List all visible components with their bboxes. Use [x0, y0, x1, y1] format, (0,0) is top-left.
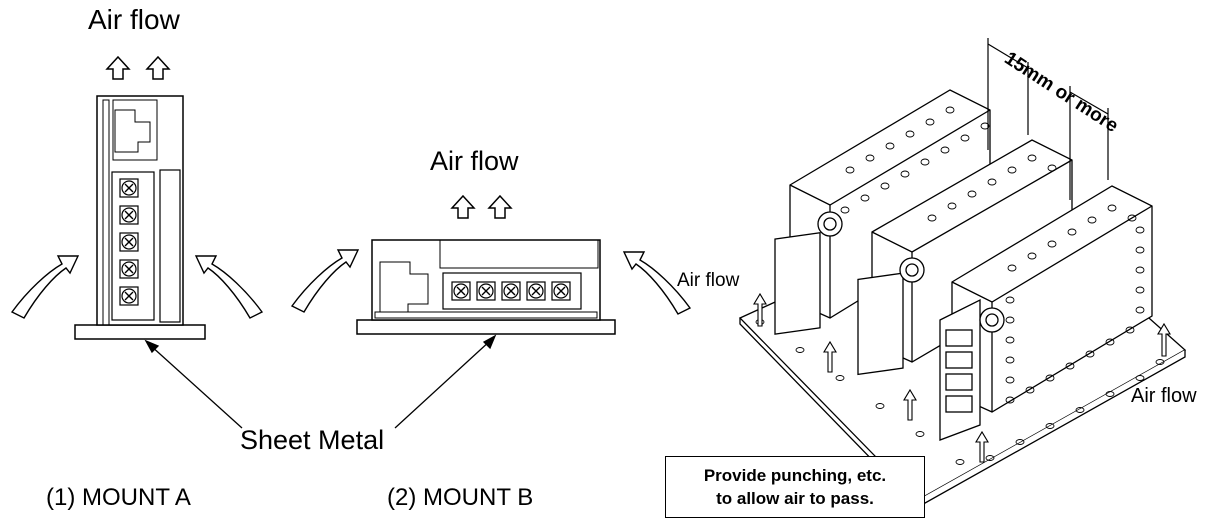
sheet-metal-label: Sheet Metal	[240, 425, 385, 455]
sheet-metal-leaders	[144, 334, 497, 429]
ventilation-note: Provide punching, etc. to allow air to p…	[665, 456, 925, 518]
terminal-screw-icon	[119, 232, 139, 252]
note-line-2: to allow air to pass.	[716, 489, 874, 508]
mount-a-drawing	[10, 56, 264, 340]
terminal-screw-icon	[501, 281, 521, 301]
terminal-screw-icon	[119, 286, 139, 306]
terminal-screw-icon	[526, 281, 546, 301]
airflow-label-top: Air flow	[88, 4, 180, 35]
airflow-label-middle: Air flow	[430, 146, 519, 176]
curved-arrow-icon	[290, 249, 360, 313]
sheet-metal-a	[74, 324, 206, 340]
terminal-screw-icon	[551, 281, 571, 301]
device-body-a	[96, 95, 184, 326]
curved-arrow-icon	[10, 255, 80, 319]
module-assembly-3d	[738, 89, 1187, 509]
terminal-screw-icon	[451, 281, 471, 301]
mount-a-caption: (1) MOUNT A	[46, 484, 191, 511]
airflow-label-3d-right: Air flow	[1131, 385, 1197, 407]
note-line-1: Provide punching, etc.	[703, 466, 887, 485]
mount-b-caption: (2) MOUNT B	[387, 484, 534, 511]
terminal-screw-icon	[119, 178, 139, 198]
spacing-dimension	[987, 38, 1109, 200]
terminal-screw-icon	[119, 259, 139, 279]
terminal-screw-icon	[476, 281, 496, 301]
mount-b-drawing	[290, 195, 692, 335]
module-2	[857, 139, 1073, 376]
up-arrow-icon	[451, 195, 475, 219]
sheet-metal-b	[356, 319, 616, 335]
up-arrow-icon	[106, 56, 130, 80]
module-3	[939, 185, 1153, 441]
airflow-label-3d-left: Air flow	[677, 270, 740, 291]
terminal-screw-icon	[119, 205, 139, 225]
up-arrow-icon	[146, 56, 170, 80]
curved-arrow-icon	[622, 251, 692, 315]
module-1	[774, 89, 991, 335]
curved-arrow-icon	[194, 255, 264, 319]
device-body-b	[371, 239, 601, 321]
up-arrow-icon	[488, 195, 512, 219]
